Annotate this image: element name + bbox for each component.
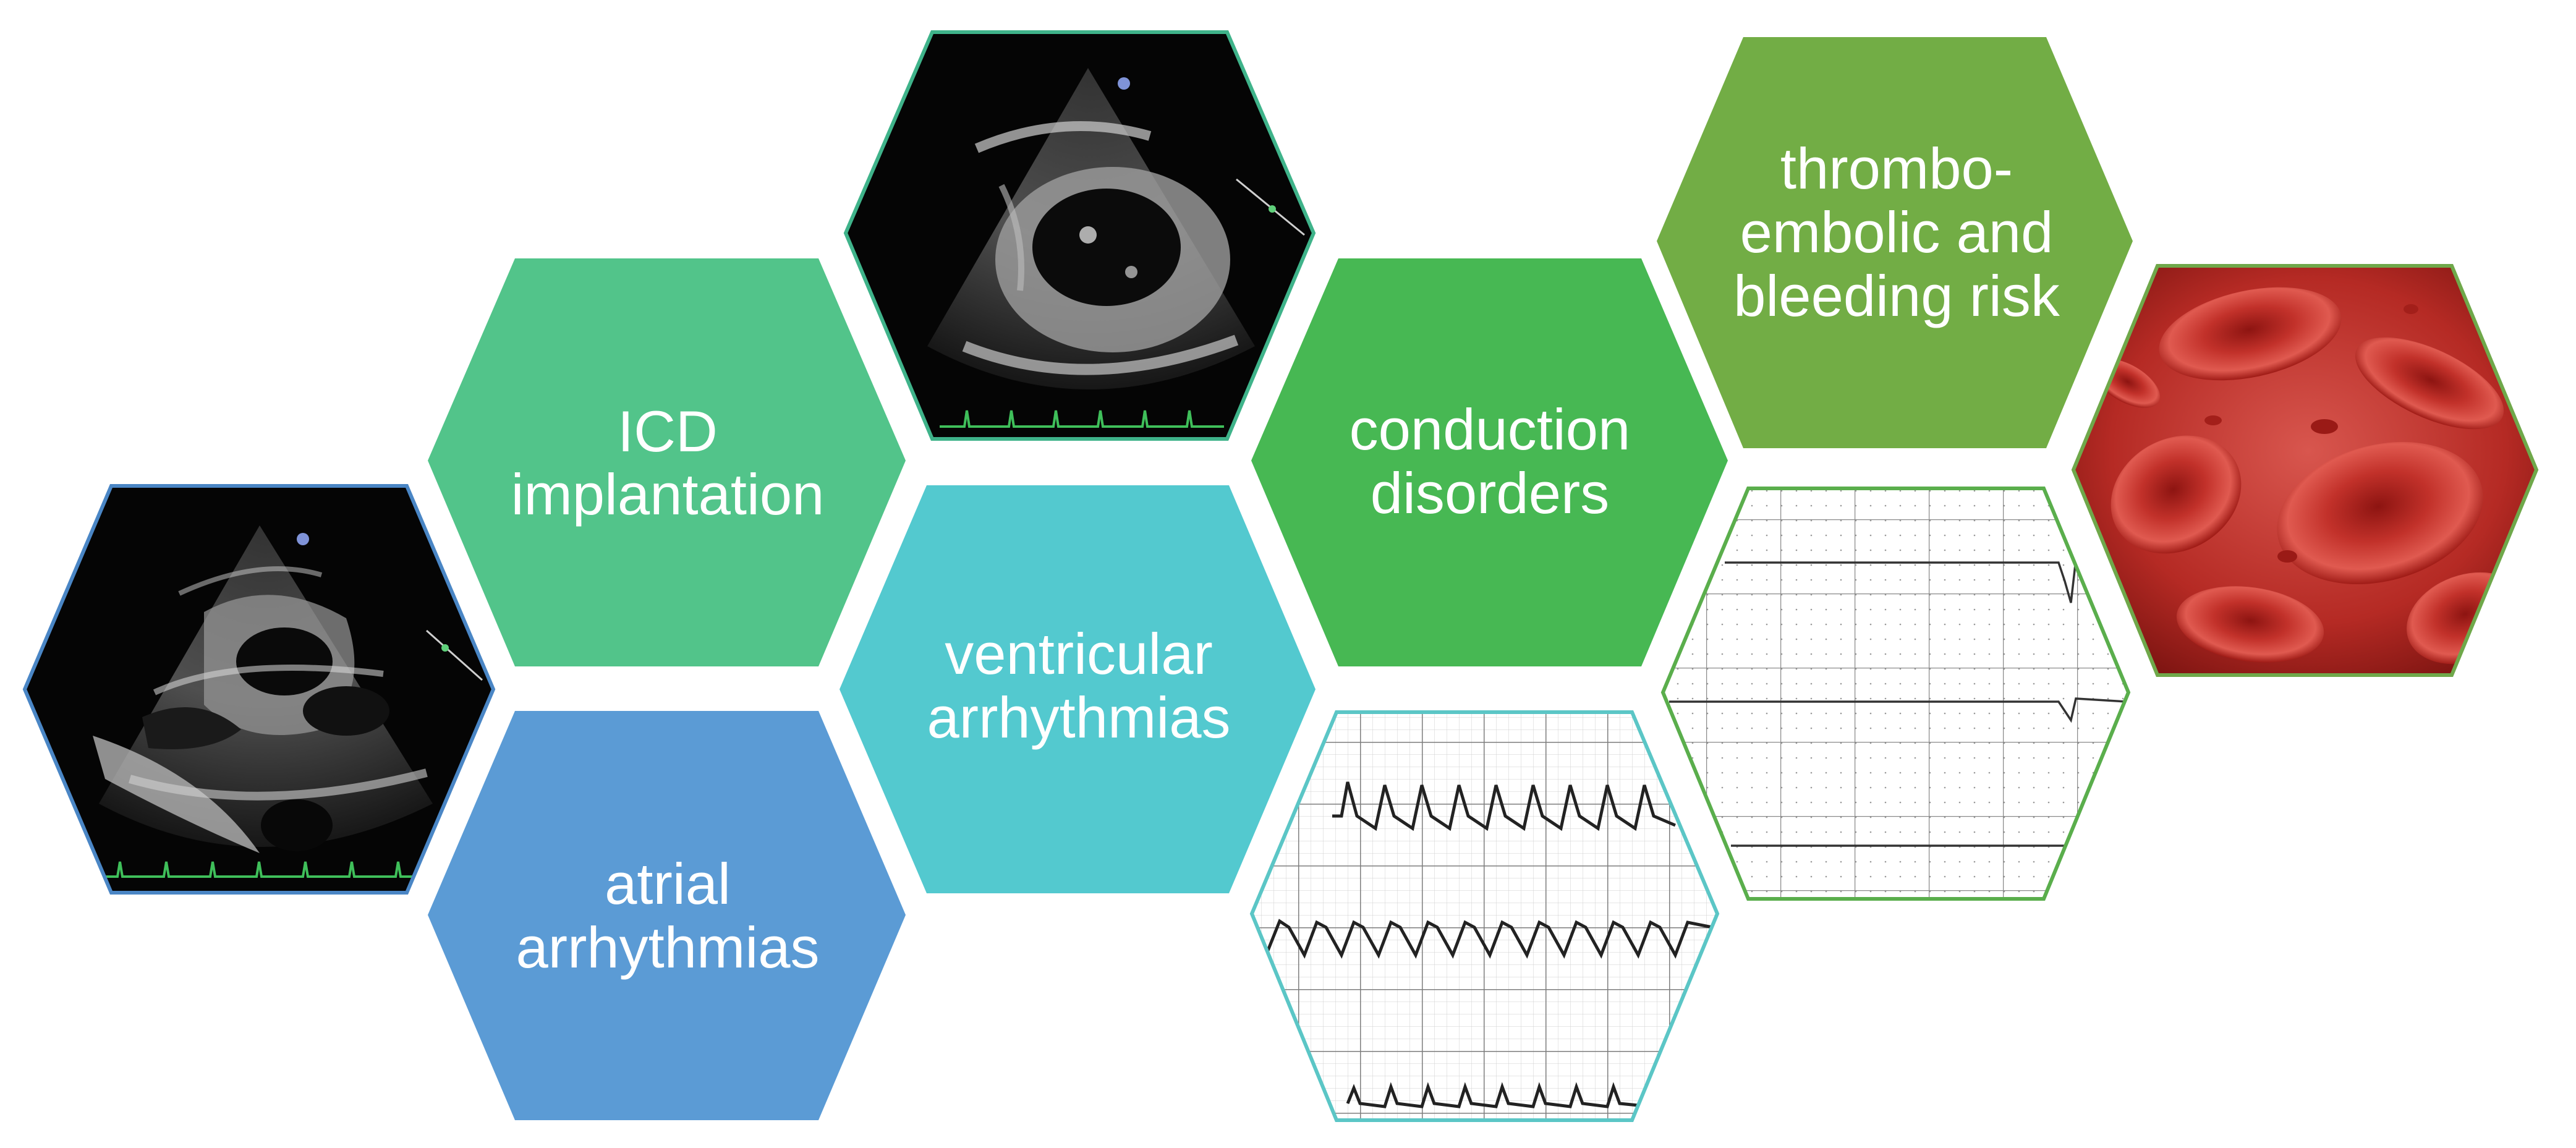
ventricular-label-line1: ventricular: [945, 621, 1213, 686]
blood-cells-image: [2071, 264, 2539, 677]
thrombo-label-line1: thrombo-: [1780, 136, 2013, 201]
atrial-label-line1: atrial: [605, 851, 731, 916]
atrial-label-line2: arrhythmias: [516, 915, 819, 980]
icd-label-line2: implantation: [511, 462, 825, 527]
ecg-flat-image: [1660, 487, 2131, 901]
hex-icd-implantation: ICD implantation: [428, 258, 906, 666]
hex-atrial-arrhythmias: atrial arrhythmias: [428, 711, 906, 1120]
echo-image-top: [843, 30, 1316, 441]
ecg-vt-image: [1249, 710, 1720, 1122]
thrombo-label-line2: embolic and: [1740, 200, 2054, 265]
icd-label-line1: ICD: [618, 399, 718, 464]
hex-thromboembolic-bleeding-risk: thrombo- embolic and bleeding risk: [1657, 37, 2133, 448]
echo-image-left: [22, 484, 496, 895]
ventricular-label-line2: arrhythmias: [927, 685, 1230, 750]
conduction-label-line1: conduction: [1350, 397, 1631, 462]
thrombo-label-line3: bleeding risk: [1733, 263, 2060, 328]
hex-conduction-disorders: conduction disorders: [1251, 258, 1728, 666]
hex-ventricular-arrhythmias: ventricular arrhythmias: [840, 485, 1316, 893]
conduction-label-line2: disorders: [1371, 461, 1610, 525]
